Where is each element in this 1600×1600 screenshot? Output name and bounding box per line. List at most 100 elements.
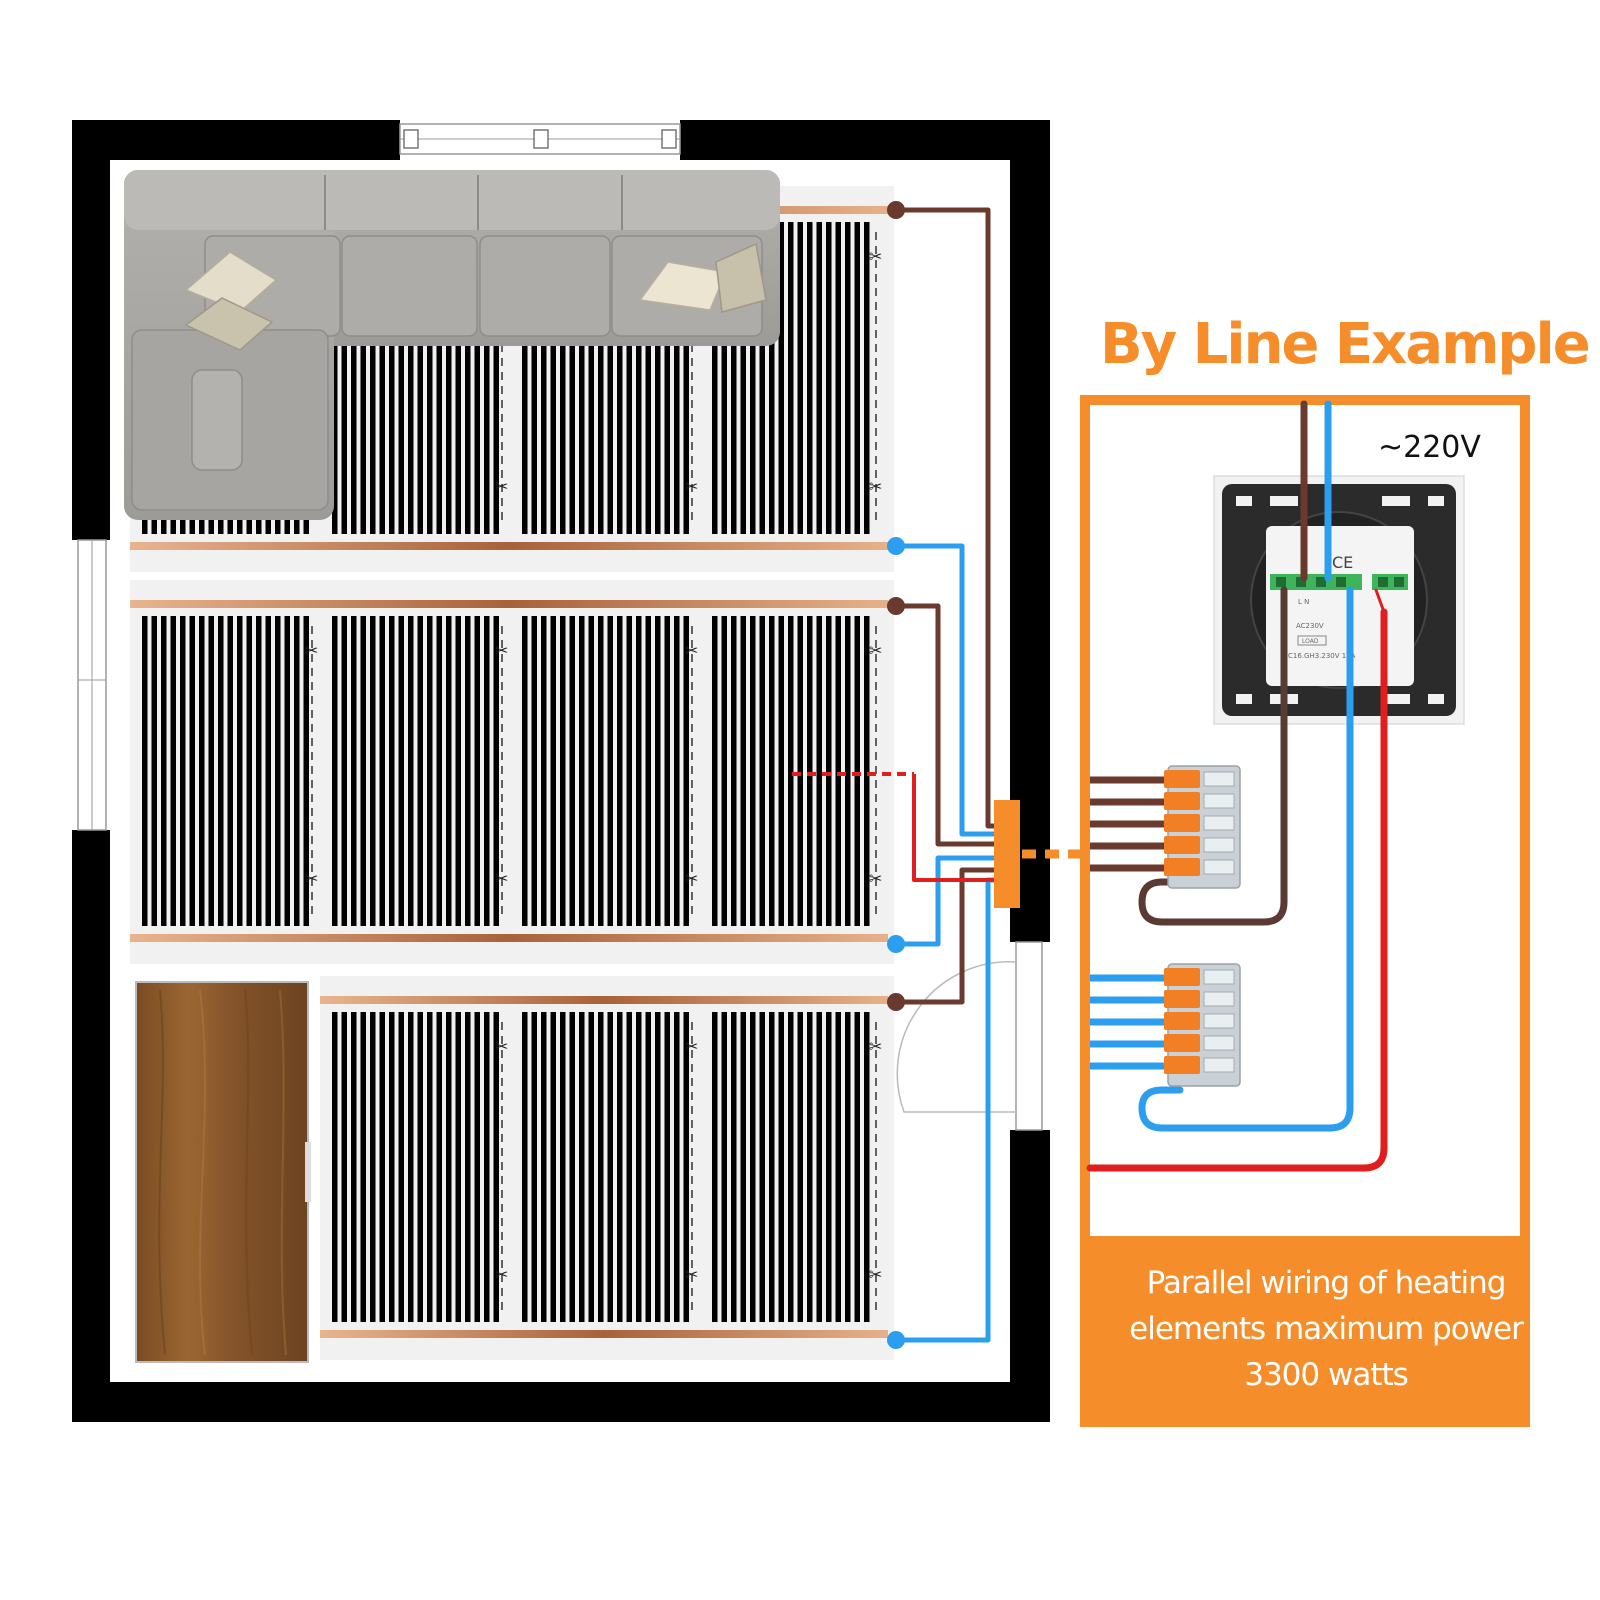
film-stripe bbox=[341, 222, 347, 534]
film-stripe bbox=[607, 1012, 613, 1322]
scissors-icon: ✂ bbox=[495, 1265, 508, 1284]
caption-line-3: 3300 watts bbox=[1244, 1357, 1409, 1393]
copper-bus-top bbox=[320, 996, 888, 1004]
connector-lever bbox=[1164, 1056, 1200, 1074]
film-stripe bbox=[455, 1012, 461, 1322]
film-stripe bbox=[759, 616, 765, 926]
film-stripe bbox=[275, 616, 281, 926]
film-stripe bbox=[579, 616, 585, 926]
film-stripe bbox=[816, 616, 822, 926]
film-stripe bbox=[864, 222, 870, 534]
film-stripe bbox=[845, 222, 851, 534]
film-stripe bbox=[199, 616, 205, 926]
film-stripe bbox=[294, 616, 300, 926]
film-stripe bbox=[541, 1012, 547, 1322]
film-stripe bbox=[759, 222, 765, 534]
film-stripe bbox=[436, 222, 442, 534]
film-stripe bbox=[560, 616, 566, 926]
copper-bus-bottom bbox=[320, 1330, 888, 1338]
connector-lever bbox=[1164, 770, 1200, 788]
heating-film-3: ✂✂✂✂✂✂ bbox=[320, 976, 894, 1360]
panel-wiring bbox=[1086, 400, 1388, 1172]
film-stripe bbox=[218, 616, 224, 926]
film-stripe bbox=[465, 616, 471, 926]
film-stripe bbox=[398, 616, 404, 926]
junction-box bbox=[994, 800, 1020, 908]
scissors-icon: ✂ bbox=[685, 477, 698, 496]
film-stripe bbox=[816, 222, 822, 534]
film-stripe bbox=[588, 616, 594, 926]
film-stripe bbox=[398, 1012, 404, 1322]
film-stripe bbox=[778, 616, 784, 926]
film-stripe bbox=[826, 1012, 832, 1322]
film-stripe bbox=[864, 1012, 870, 1322]
film-stripe bbox=[740, 616, 746, 926]
film-stripe bbox=[522, 222, 528, 534]
film-stripe bbox=[854, 222, 860, 534]
film-stripe bbox=[417, 1012, 423, 1322]
film-stripe bbox=[341, 1012, 347, 1322]
thermostat-input-label: AC230V bbox=[1296, 622, 1324, 630]
film-stripe bbox=[750, 1012, 756, 1322]
film-stripe bbox=[550, 1012, 556, 1322]
connector-lever bbox=[1164, 1012, 1200, 1030]
film-stripe bbox=[845, 1012, 851, 1322]
film-stripe bbox=[579, 222, 585, 534]
film-stripe bbox=[332, 1012, 338, 1322]
film-stripe bbox=[731, 616, 737, 926]
film-stripe bbox=[541, 616, 547, 926]
film-stripe bbox=[455, 616, 461, 926]
film-stripe bbox=[351, 1012, 357, 1322]
thermostat-icon: CE L N AC230V LOAD C16.GH3.230V 16A bbox=[1213, 475, 1465, 725]
scissors-icon: ✂ bbox=[495, 869, 508, 888]
scissors-icon: ✂ bbox=[685, 869, 698, 888]
film-stripe bbox=[303, 616, 309, 926]
connector-window bbox=[1203, 793, 1235, 809]
film-stripe bbox=[683, 222, 689, 534]
film-stripe bbox=[655, 1012, 661, 1322]
door-swing-icon bbox=[896, 941, 1054, 1131]
film-stripe bbox=[446, 616, 452, 926]
film-stripe bbox=[750, 616, 756, 926]
scissors-icon: ✂ bbox=[869, 1037, 882, 1056]
film-stripe bbox=[550, 616, 556, 926]
film-stripe bbox=[645, 616, 651, 926]
film-stripe bbox=[237, 616, 243, 926]
live-wire-film-3 bbox=[896, 867, 1000, 1005]
connector-lever bbox=[1164, 858, 1200, 876]
film-stripe bbox=[788, 616, 794, 926]
film-stripe bbox=[408, 222, 414, 534]
film-stripe bbox=[721, 616, 727, 926]
film-stripe bbox=[360, 1012, 366, 1322]
scissors-icon: ✂ bbox=[869, 1265, 882, 1284]
film-stripe bbox=[617, 616, 623, 926]
copper-bus-bottom bbox=[130, 542, 888, 550]
film-stripe bbox=[427, 1012, 433, 1322]
film-stripe bbox=[389, 222, 395, 534]
film-stripe bbox=[531, 1012, 537, 1322]
scissors-icon: ✂ bbox=[495, 1037, 508, 1056]
film-stripe bbox=[712, 1012, 718, 1322]
caption-line-2: elements maximum power bbox=[1129, 1311, 1524, 1347]
film-stripe bbox=[189, 616, 195, 926]
film-stripe bbox=[769, 222, 775, 534]
film-stripe bbox=[788, 222, 794, 534]
film-stripe bbox=[455, 222, 461, 534]
film-stripe bbox=[854, 616, 860, 926]
film-stripe bbox=[227, 616, 233, 926]
film-stripe bbox=[712, 616, 718, 926]
film-stripe bbox=[845, 616, 851, 926]
scissors-icon: ✂ bbox=[869, 247, 882, 266]
film-stripe bbox=[835, 1012, 841, 1322]
load-neutral-wire bbox=[1138, 586, 1354, 1132]
film-stripe bbox=[531, 222, 537, 534]
film-stripe bbox=[408, 1012, 414, 1322]
film-stripe bbox=[493, 1012, 499, 1322]
film-stripe bbox=[826, 616, 832, 926]
film-stripe bbox=[332, 222, 338, 534]
connector-window bbox=[1203, 837, 1235, 853]
film-stripe bbox=[360, 616, 366, 926]
film-stripe bbox=[142, 616, 148, 926]
film-stripe bbox=[721, 1012, 727, 1322]
film-stripe bbox=[598, 616, 604, 926]
